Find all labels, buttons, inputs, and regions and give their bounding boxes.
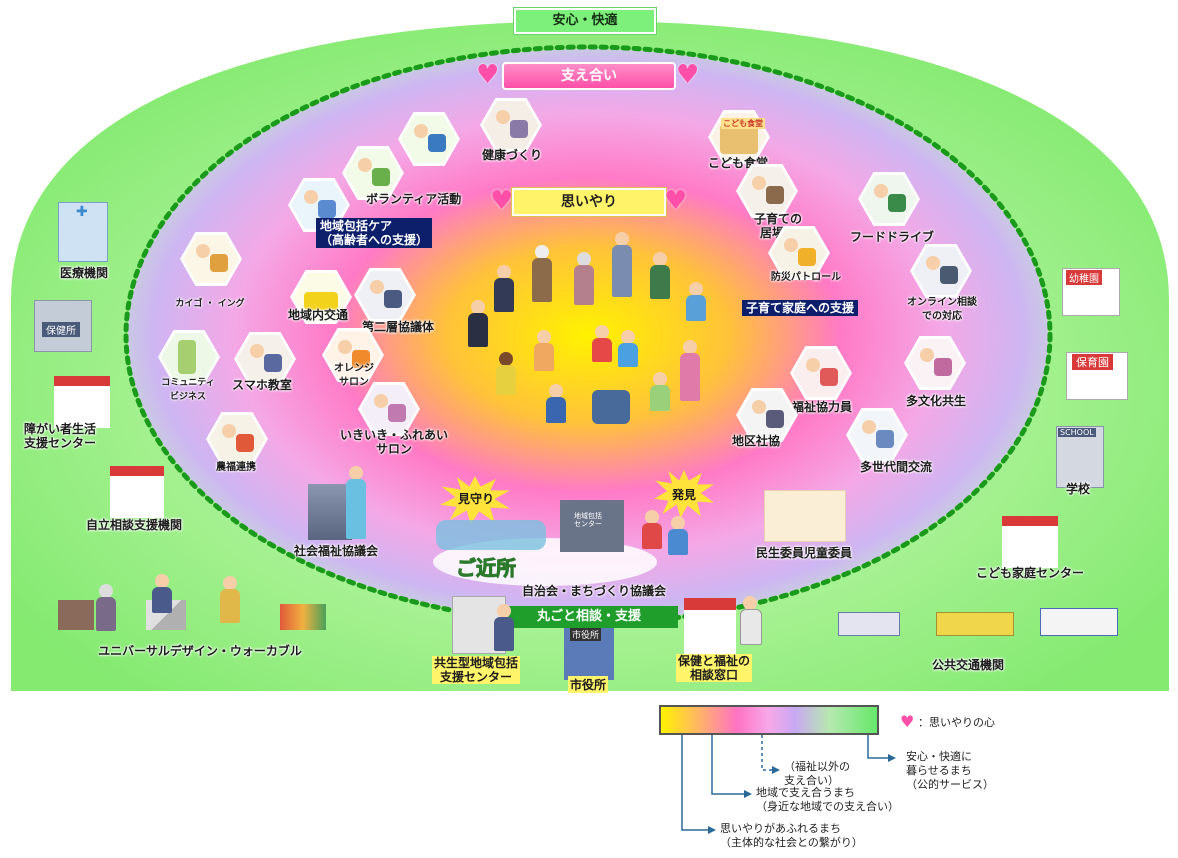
online-label: オンライン相談 での対応 — [907, 297, 977, 322]
legend-gradient-bar — [659, 705, 879, 735]
tram-icon — [936, 612, 1014, 636]
chiiki-center-building — [560, 500, 624, 552]
outer-ring-label: 安心・快適 — [513, 7, 657, 35]
shakyo-label: 社会福祉協議会 — [293, 544, 379, 558]
smartphone-label: スマホ教室 — [232, 378, 292, 392]
heart-icon: ♥ — [900, 712, 915, 731]
iryo-label: 医療機関 — [59, 266, 109, 280]
jiritsu-building — [110, 466, 164, 518]
hoikuen-sign: 保育園 — [1072, 354, 1113, 370]
minsei-photo — [764, 490, 846, 542]
neighbors-group — [436, 520, 546, 550]
hex-orange — [322, 328, 384, 382]
house-icon — [58, 600, 94, 630]
mimamori-label: 見守り — [457, 492, 495, 506]
chiiki-care-label: 地域包括ケア （高齢者への支援） — [316, 218, 433, 248]
heart-icon-right: ♥ — [676, 60, 700, 90]
mid-ring-label: 支え合い — [502, 62, 676, 90]
chiku-shakyo-label: 地区社協 — [731, 434, 781, 448]
legend-item-chiiki: 地域で支え合うまち （身近な地域での支え合い） — [756, 786, 899, 813]
shogai-label: 障がい者生活 支援センター — [24, 422, 97, 450]
legend-heart-note: ：思いやりの心 — [918, 716, 995, 729]
minsei-kyoryoku-label: 福祉協力員 — [791, 400, 853, 414]
legend-item-omoiyari: 思いやりがあふれるまち （主体的な社会との繋がり） — [720, 822, 863, 849]
volunteer-label: ボランティア活動 — [366, 192, 462, 206]
hokenjo-sign: 保健所 — [42, 322, 80, 337]
minsei-label: 民生委員児童委員 — [755, 546, 853, 560]
kyosei-label: 共生型地域包括 支援センター — [431, 656, 521, 684]
universal-label: ユニバーサルデザイン・ウォーカブル — [98, 644, 302, 658]
jiritsu-label: 自立相談支援機関 — [85, 518, 183, 532]
hex-ikiiki — [358, 382, 420, 436]
chiiki-kotsu-label: 地域内交通 — [287, 308, 349, 322]
kokyo-label: 公共交通機関 — [931, 658, 1005, 672]
inner-ring-label: 思いやり — [511, 187, 667, 217]
doorphone-icon — [592, 390, 630, 424]
kodomo-katei-label: こども家庭センター — [975, 566, 1085, 580]
shakai-label: コミュニティ ビジネス — [161, 378, 215, 402]
shiyakusho-label: 市役所 — [567, 676, 609, 693]
bosai-label: 防災パトロール — [770, 272, 842, 283]
chiiki-center-sign: 地域包括 センター — [574, 512, 602, 528]
youchien-sign: 幼稚園 — [1066, 270, 1102, 285]
legend-item-anshin: 安心・快適に 暮らせるまち （公的サービス） — [906, 750, 994, 791]
tabunka-label: 多文化共生 — [905, 394, 967, 408]
bus-icon — [1040, 608, 1118, 636]
shiyakusho-sign: 市役所 — [570, 628, 602, 641]
heart-icon-left: ♥ — [476, 60, 500, 90]
jichikai-label: 自治会・まちづくり協議会 — [521, 584, 667, 598]
hex-chiiki-kotsu — [290, 270, 352, 324]
orange-label: オレンジ サロン — [334, 363, 374, 388]
hex-volunteer-2 — [342, 146, 404, 200]
gakko-label: 学校 — [1065, 482, 1091, 496]
shakyo-building — [308, 484, 352, 540]
school-sign: SCHOOL — [1058, 428, 1096, 437]
legend-item-fukushi-igai: （福祉以外の 支え合い） — [784, 760, 850, 787]
hakken-label: 発見 — [671, 488, 697, 502]
food-drive-label: フードドライブ — [849, 230, 935, 244]
hex-nogyo — [206, 412, 268, 466]
kenko-label: 健康づくり — [481, 148, 543, 162]
kodomo-katei-building — [1002, 516, 1058, 568]
kaigo-label: カイゴ ・ イング — [175, 299, 245, 309]
tasedai-label: 多世代間交流 — [859, 460, 933, 474]
kosodate-label: 子育て家庭への支援 — [742, 300, 859, 316]
train-icon — [838, 612, 900, 636]
hex-food-drive — [858, 172, 920, 226]
shogai-building — [54, 376, 110, 428]
bottom-ring-label: 丸ごと相談・支援 — [500, 606, 678, 628]
heart-icon-right: ♥ — [664, 186, 688, 216]
dai2-label: 第二層協議体 — [361, 320, 435, 334]
playground-icon — [280, 604, 326, 630]
heart-icon-left: ♥ — [490, 186, 514, 216]
ikiiki-label: いきいき・ふれあい サロン — [339, 428, 449, 456]
gokinjo-label: ご近所 — [456, 556, 517, 581]
hex-volunteer-1 — [398, 112, 460, 166]
hospital-cross-icon: ✚ — [76, 204, 88, 220]
hex-dai2 — [354, 268, 416, 322]
hoken-fukushi-label: 保健と福祉の 相談窓口 — [675, 654, 753, 682]
kodomo-shokudo-sign: こども食堂 — [721, 118, 765, 129]
hoken-building — [684, 598, 736, 662]
nogyo-label: 農福連携 — [216, 462, 256, 473]
hospital-building — [58, 202, 108, 262]
